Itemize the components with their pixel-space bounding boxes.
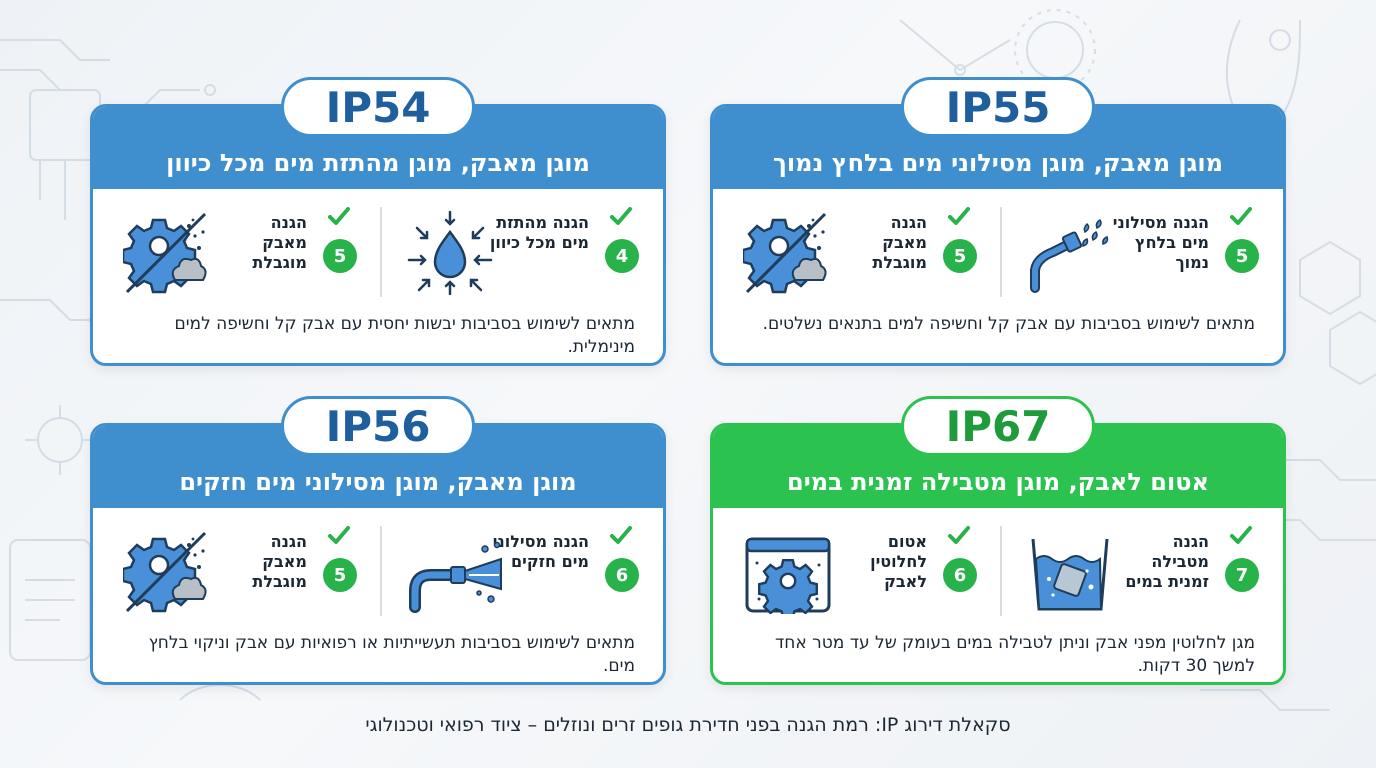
ip67-water-protection: 7 הגנה מטבילה זמנית במים bbox=[995, 524, 1283, 619]
check-icon bbox=[610, 526, 632, 544]
ip55-header-band: מוגן מאבק, מוגן מסילוני מים בלחץ נמוך bbox=[713, 107, 1283, 189]
ip56-water-label: הגנה מסילוני מים חזקים bbox=[492, 532, 589, 571]
ip54-water-protection: 4 הגנה מהתזת מים מכל כיוון bbox=[375, 205, 663, 300]
ip55-description: מתאים לשימוש בסביבות עם אבק קל וחשיפה למ… bbox=[762, 314, 1255, 334]
ip55-water-label: הגנה מסילוני מים בלחץ נמוך bbox=[1112, 213, 1209, 272]
ip55-code-badge: IP55 bbox=[901, 77, 1095, 137]
ip56-dust-level: 5 bbox=[323, 558, 357, 592]
ip56-header-band: מוגן מאבק, מוגן מסילוני מים חזקים bbox=[93, 426, 663, 508]
ip56-dust-label: הגנה מאבק מוגבלת bbox=[252, 532, 307, 591]
ip55-subtitle: מוגן מאבק, מוגן מסילוני מים בלחץ נמוך bbox=[773, 149, 1223, 177]
ip56-code-badge: IP56 bbox=[281, 396, 475, 456]
ip54-water-level: 4 bbox=[605, 239, 639, 273]
ip54-divider bbox=[380, 207, 382, 297]
check-icon bbox=[948, 526, 970, 544]
ip55-divider bbox=[1000, 207, 1002, 297]
check-icon bbox=[1230, 526, 1252, 544]
sealed-gear-box-icon bbox=[745, 537, 831, 614]
ip54-card: מוגן מאבק, מוגן מהתזת מים מכל כיוון IP54… bbox=[90, 77, 666, 366]
ip67-dust-level: 6 bbox=[943, 558, 977, 592]
ip55-dust-protection: 5 הגנה מאבק מוגבלת bbox=[713, 205, 1001, 300]
immersion-tank-icon bbox=[1031, 538, 1109, 611]
ip54-subtitle: מוגן מאבק, מוגן מהתזת מים מכל כיוון bbox=[166, 149, 590, 177]
ip56-water-protection: 6 הגנה מסילוני מים חזקים bbox=[375, 524, 663, 619]
ip54-dust-protection: 5 הגנה מאבק מוגבלת bbox=[93, 205, 381, 300]
ip56-divider bbox=[380, 526, 382, 616]
water-drop-arrows-icon bbox=[407, 210, 493, 295]
check-icon bbox=[1230, 207, 1252, 225]
ip67-dust-label: אטום לחלוטין לאבק bbox=[870, 532, 927, 591]
gear-dust-icon bbox=[743, 212, 827, 294]
ip56-water-level: 6 bbox=[605, 558, 639, 592]
ip56-dust-protection: 5 הגנה מאבק מוגבלת bbox=[93, 524, 381, 619]
check-icon bbox=[328, 526, 350, 544]
ip67-subtitle: אטום לאבק, מוגן מטבילה זמנית במים bbox=[787, 468, 1209, 496]
ip67-water-level: 7 bbox=[1225, 558, 1259, 592]
ip67-divider bbox=[1000, 526, 1002, 616]
ip54-dust-level: 5 bbox=[323, 239, 357, 273]
ip54-code-badge: IP54 bbox=[281, 77, 475, 137]
ip67-card: אטום לאבק, מוגן מטבילה זמנית במים IP67 7… bbox=[710, 396, 1286, 685]
ip55-dust-level: 5 bbox=[943, 239, 977, 273]
gear-dust-icon bbox=[123, 531, 207, 613]
hose-strong-jet-icon bbox=[409, 541, 502, 613]
ip56-card: מוגן מאבק, מוגן מסילוני מים חזקים IP56 6… bbox=[90, 396, 666, 685]
ip55-water-level: 5 bbox=[1225, 239, 1259, 273]
footer-caption: סקאלת דירוג IP: רמת הגנה בפני חדירת גופי… bbox=[365, 714, 1011, 736]
ip56-subtitle: מוגן מאבק, מוגן מסילוני מים חזקים bbox=[179, 468, 577, 496]
ip55-dust-label: הגנה מאבק מוגבלת bbox=[872, 213, 927, 272]
ip56-description: מתאים לשימוש בסביבות תעשייתיות או רפואיו… bbox=[148, 633, 635, 676]
check-icon bbox=[610, 207, 632, 225]
ip67-water-label: הגנה מטבילה זמנית במים bbox=[1125, 532, 1209, 591]
ip67-code-badge: IP67 bbox=[901, 396, 1095, 456]
nozzle-spray-icon bbox=[1030, 218, 1109, 293]
gear-dust-icon bbox=[123, 212, 207, 294]
ip67-description: מגן לחלוטין מפני אבק וניתן לטבילה במים ב… bbox=[774, 633, 1255, 676]
check-icon bbox=[328, 207, 350, 225]
ip67-dust-protection: 6 אטום לחלוטין לאבק bbox=[713, 524, 1001, 619]
ip54-water-label: הגנה מהתזת מים מכל כיוון bbox=[489, 213, 589, 252]
ip54-description: מתאים לשימוש בסביבות יבשות יחסית עם אבק … bbox=[174, 314, 635, 357]
ip55-card: מוגן מאבק, מוגן מסילוני מים בלחץ נמוך IP… bbox=[710, 77, 1286, 366]
ip55-water-protection: 5 הגנה מסילוני מים בלחץ נמוך bbox=[995, 205, 1283, 300]
ip54-dust-label: הגנה מאבק מוגבלת bbox=[252, 213, 307, 272]
check-icon bbox=[948, 207, 970, 225]
